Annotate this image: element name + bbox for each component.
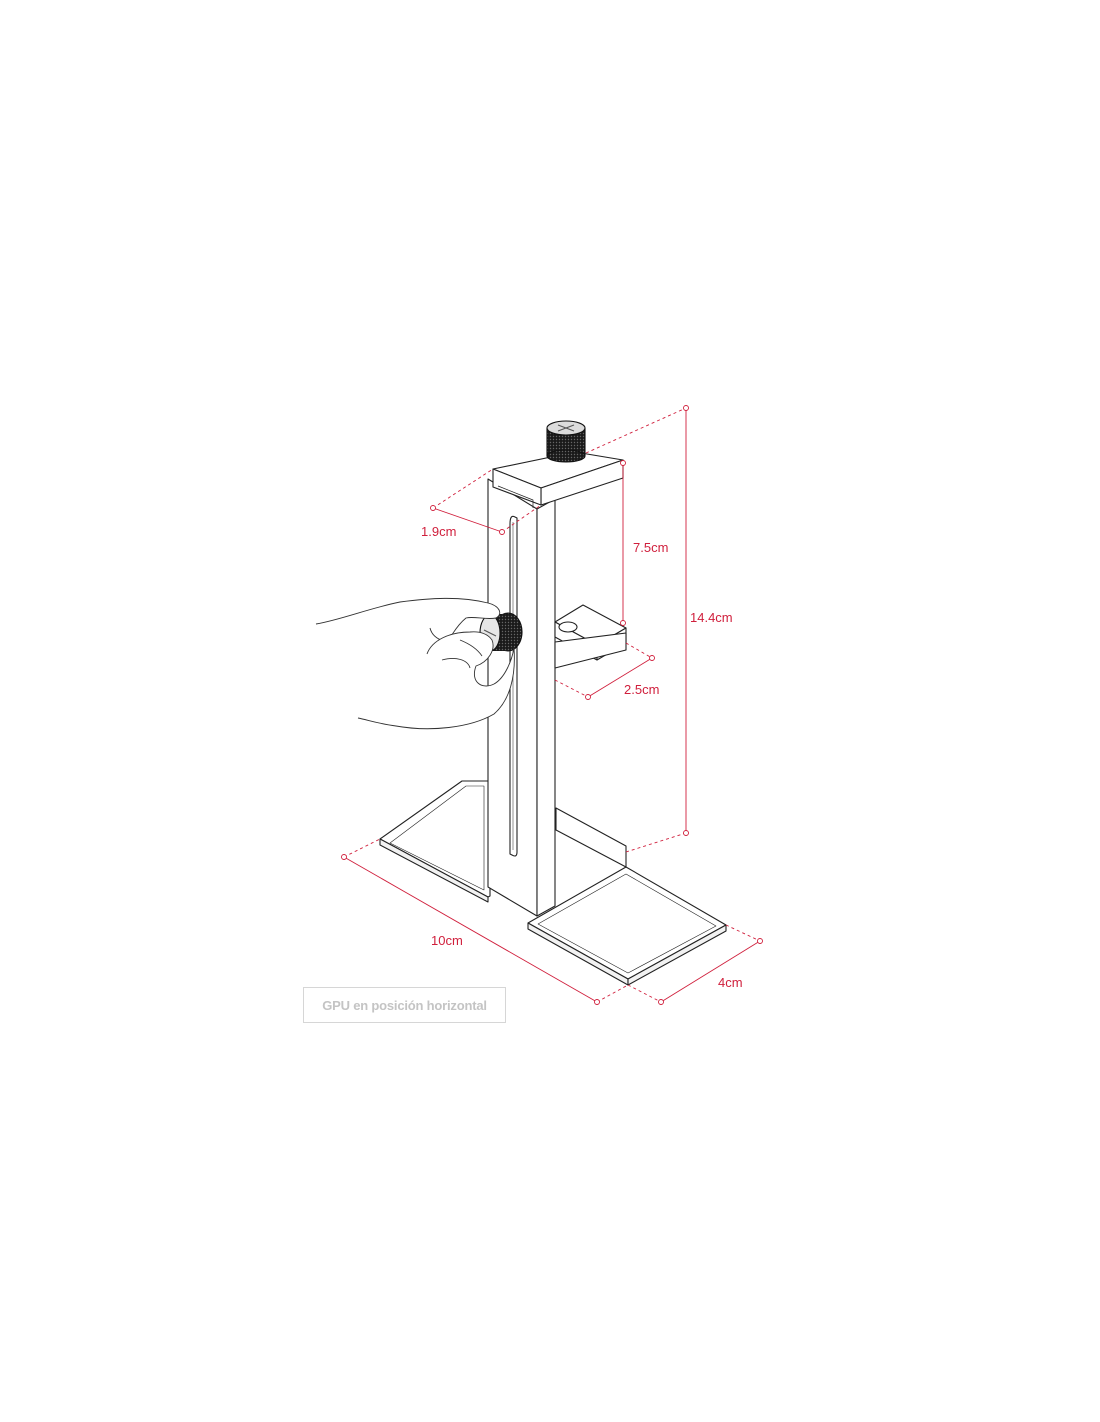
clamp-height-label: 7.5cm <box>633 540 668 555</box>
top-knob-icon <box>546 420 586 463</box>
arm-width-label: 2.5cm <box>624 682 659 697</box>
base-width-label: 4cm <box>718 975 743 990</box>
hand-illustration <box>315 597 515 730</box>
dim-base-length <box>341 838 629 1005</box>
dim-depth <box>430 468 542 535</box>
right-base-plate <box>527 866 727 986</box>
slider-arm <box>554 604 627 669</box>
top-clamp-block <box>492 451 624 508</box>
dim-total-height <box>585 405 689 853</box>
total-height-label: 14.4cm <box>690 610 733 625</box>
adjustment-slot <box>509 515 518 857</box>
column-front-face <box>536 498 556 917</box>
caption-box: GPU en posición horizontal <box>303 987 506 1023</box>
depth-label: 1.9cm <box>421 524 456 539</box>
left-base-plate <box>379 780 491 903</box>
dim-clamp-height <box>620 460 626 626</box>
dimension-lines <box>341 405 763 1005</box>
caption-text: GPU en posición horizontal <box>322 997 487 1013</box>
bracket-outline <box>315 420 727 986</box>
dim-arm-width <box>554 642 655 700</box>
base-length-label: 10cm <box>431 933 463 948</box>
rear-flange <box>555 807 627 868</box>
dim-base-width <box>627 924 763 1005</box>
